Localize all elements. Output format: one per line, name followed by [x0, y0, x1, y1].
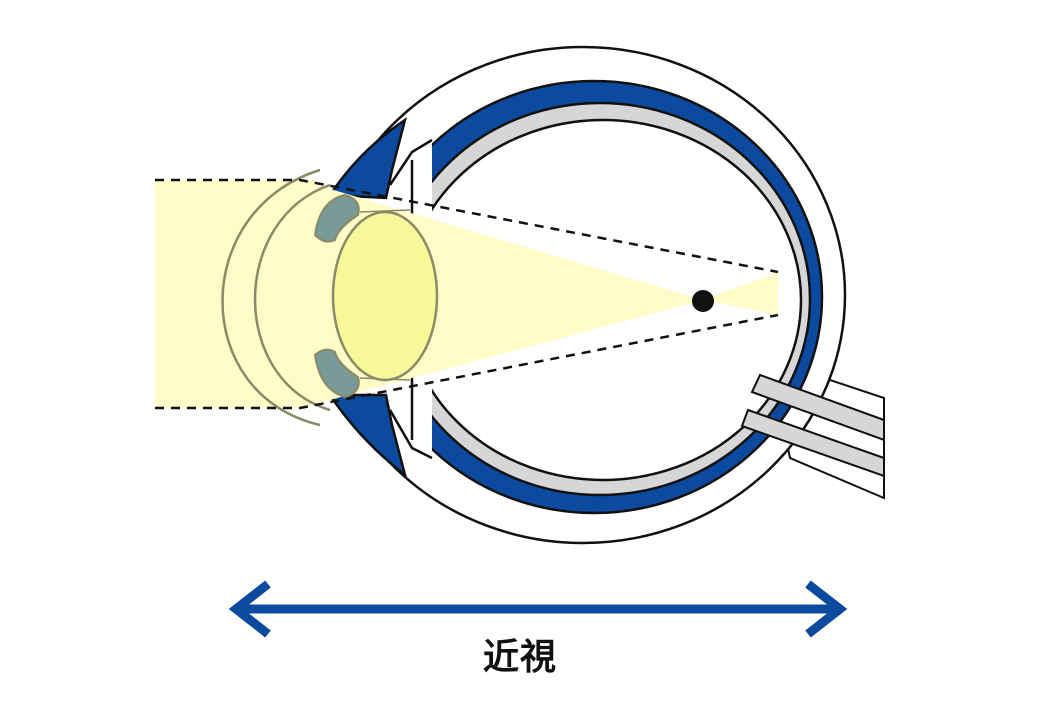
focal-point: [692, 290, 714, 312]
axial-length-arrow: [228, 580, 848, 638]
light-ray-lines: [155, 178, 779, 410]
cornea-outer-arc: [221, 168, 321, 427]
ciliary-body-lower: [313, 348, 360, 399]
ciliary-body-upper: [313, 193, 360, 243]
cornea-inner-arc: [253, 183, 331, 412]
diverging-light-cone: [703, 272, 778, 315]
iris-upper: [327, 117, 408, 200]
incoming-light-beam: [155, 180, 315, 408]
optic-nerve: [740, 373, 885, 478]
iris-lower: [327, 393, 408, 479]
crystalline-lens: [331, 210, 439, 382]
diagram-caption: 近視: [482, 637, 557, 678]
